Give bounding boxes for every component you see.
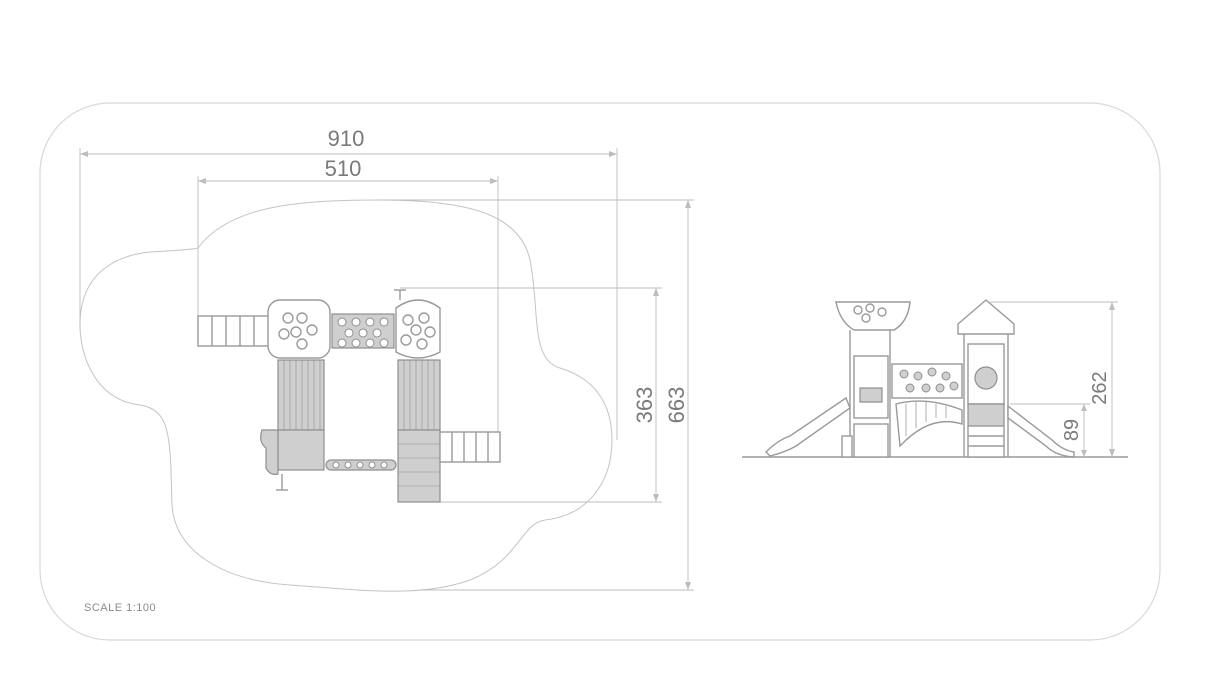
dimension-510-label: 510 xyxy=(325,156,362,181)
right-tower xyxy=(957,299,1015,458)
dimension-910-label: 910 xyxy=(328,126,365,151)
dimension-262-label: 262 xyxy=(1089,371,1111,404)
plan-equipment xyxy=(197,289,501,503)
dimension-platform-height: 89 xyxy=(1010,403,1090,457)
safety-zone-outline xyxy=(79,199,613,592)
dimension-total-height: 262 xyxy=(990,301,1118,457)
drawing-frame xyxy=(39,102,1161,641)
left-tower xyxy=(835,301,911,458)
elevation-bridge xyxy=(891,363,963,448)
dimension-663-label: 663 xyxy=(664,387,689,424)
left-slide xyxy=(765,396,851,457)
dimension-width-outer: 910 xyxy=(79,126,618,440)
plan-view: 910 510 363 663 xyxy=(79,126,694,592)
dimension-depth-inner: 363 xyxy=(400,287,662,503)
right-slide xyxy=(1007,404,1075,458)
elevation-view: 262 89 xyxy=(742,299,1128,458)
dimension-depth-outer: 663 xyxy=(380,199,694,591)
scale-label: SCALE 1:100 xyxy=(84,602,156,614)
dimension-89-label: 89 xyxy=(1061,419,1083,441)
dimension-width-inner: 510 xyxy=(197,156,499,440)
dimension-363-label: 363 xyxy=(632,387,657,424)
